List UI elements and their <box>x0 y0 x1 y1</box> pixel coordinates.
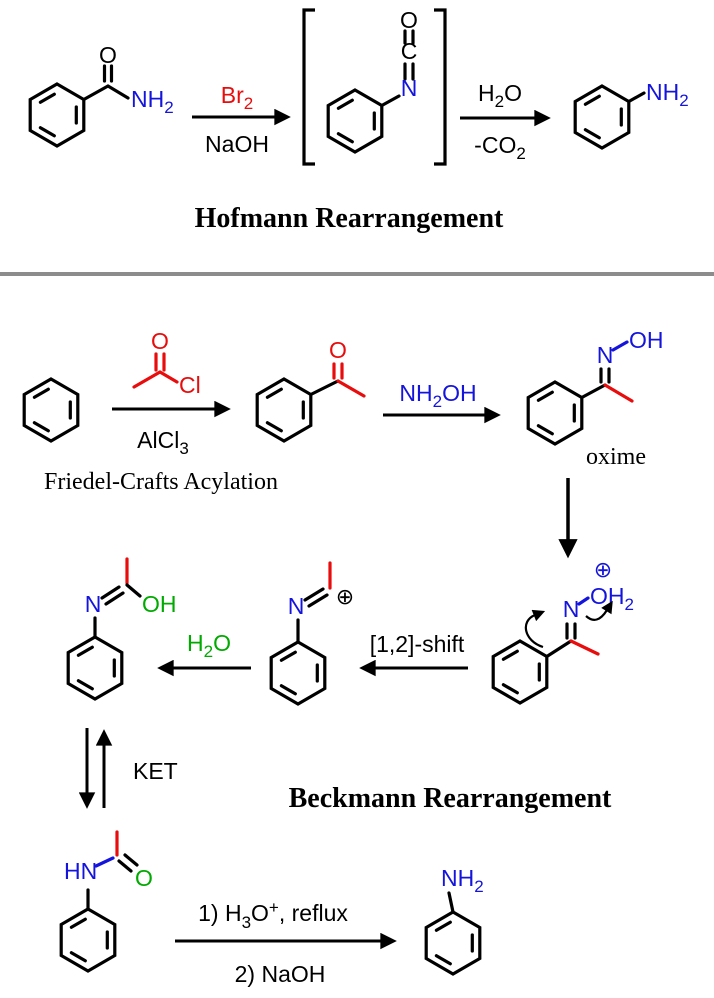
minus-co2-label: -CO2 <box>474 132 526 163</box>
h2o-arrow: H2O <box>157 630 251 677</box>
nitrilium-structure: N ⊕ <box>269 561 354 706</box>
benzene-ring <box>424 910 482 976</box>
nh2oh-label: NH2OH <box>399 380 476 411</box>
aniline-nh2-label: NH2 <box>441 865 484 896</box>
br2-label: Br2 <box>221 82 253 113</box>
left-bracket <box>302 8 315 166</box>
benzene-starting-material <box>22 377 80 443</box>
step1-label: 1) H3O+, reflux <box>198 898 348 932</box>
benzamide-o-label: O <box>99 42 117 68</box>
h2o-label: H2O <box>478 80 522 111</box>
protonated-oxime-structure: N OH2 ⊕ <box>491 558 634 705</box>
benzene-ring <box>66 635 124 701</box>
hofmann-arrow-1: Br2 NaOH <box>192 82 291 157</box>
isocyanate-intermediate: O C N <box>302 7 447 166</box>
imidic-n-label: N <box>85 591 102 617</box>
acetyl-chloride-structure: O Cl <box>132 328 201 398</box>
acetanilide-o-label: O <box>135 865 153 891</box>
friedel-crafts-caption: Friedel-Crafts Acylation <box>44 469 278 495</box>
isocyanate-n-label: N <box>401 75 418 101</box>
hofmann-title: Hofmann Rearrangement <box>195 203 504 234</box>
shift-label: [1,2]-shift <box>370 631 465 657</box>
isocyanate-c-label: C <box>401 38 418 64</box>
oxime-structure: N OH oxime <box>526 327 664 470</box>
benzamide-structure: O NH2 <box>28 42 174 148</box>
benzene-ring <box>491 639 549 705</box>
aniline-product-bottom: NH2 <box>424 865 484 976</box>
alcl3-label: AlCl3 <box>137 427 189 458</box>
protonated-oxime-n-label: N <box>563 596 580 622</box>
acetophenone-structure: O <box>255 337 366 443</box>
section-divider <box>0 272 714 276</box>
benzene-ring <box>28 82 86 148</box>
beckmann-section: O Cl AlCl3 Friedel-Crafts Acylation O NH… <box>22 327 664 987</box>
benzene-ring <box>255 377 313 443</box>
shift-arrow: [1,2]-shift <box>359 631 468 677</box>
benzene-ring <box>59 907 117 973</box>
migration-curved-arrow <box>524 609 546 649</box>
nh2oh-arrow: NH2OH <box>383 380 501 424</box>
right-bracket <box>434 8 447 166</box>
oxime-n-label: N <box>597 342 614 368</box>
beckmann-title: Beckmann Rearrangement <box>289 783 612 814</box>
plus-charge-icon: ⊕ <box>336 585 354 610</box>
imidic-oh-label: OH <box>142 591 177 617</box>
acetophenone-o-label: O <box>329 337 347 363</box>
benzene-ring <box>573 84 631 150</box>
acetanilide-structure: HN O <box>59 830 153 973</box>
plus-charge-icon: ⊕ <box>594 558 612 583</box>
hofmann-section: O NH2 Br2 NaOH O C N H2O -CO2 <box>28 7 689 234</box>
hofmann-arrow-2: H2O -CO2 <box>460 80 551 163</box>
acetanilide-hn-label: HN <box>64 858 97 884</box>
acyl-cl-label: Cl <box>179 372 201 398</box>
h2o-green-label: H2O <box>187 630 231 661</box>
friedel-crafts-arrow: AlCl3 <box>112 400 231 458</box>
nitrilium-n-label: N <box>288 593 305 619</box>
benzamide-nh2-label: NH2 <box>131 86 174 117</box>
oxime-caption: oxime <box>586 444 646 470</box>
oxime-oh-label: OH <box>629 327 664 353</box>
leaving-group-curved-arrow <box>585 600 613 621</box>
aniline-nh2-label: NH2 <box>646 79 689 110</box>
benzene-ring <box>269 640 327 706</box>
aniline-product-top: NH2 <box>573 79 689 150</box>
step2-label: 2) NaOH <box>235 961 326 987</box>
acyl-o-label: O <box>151 328 169 354</box>
benzene-ring <box>526 380 584 446</box>
hydrolysis-arrow: 1) H3O+, reflux 2) NaOH <box>175 898 397 987</box>
oh2-label: OH2 <box>590 583 634 614</box>
ket-label: KET <box>133 758 178 784</box>
benzene-ring <box>326 88 384 154</box>
naoh-label: NaOH <box>205 131 269 157</box>
imidic-acid-structure: N OH <box>66 557 177 701</box>
ket-equilibrium: KET <box>78 728 178 809</box>
isocyanate-o-label: O <box>400 7 418 33</box>
